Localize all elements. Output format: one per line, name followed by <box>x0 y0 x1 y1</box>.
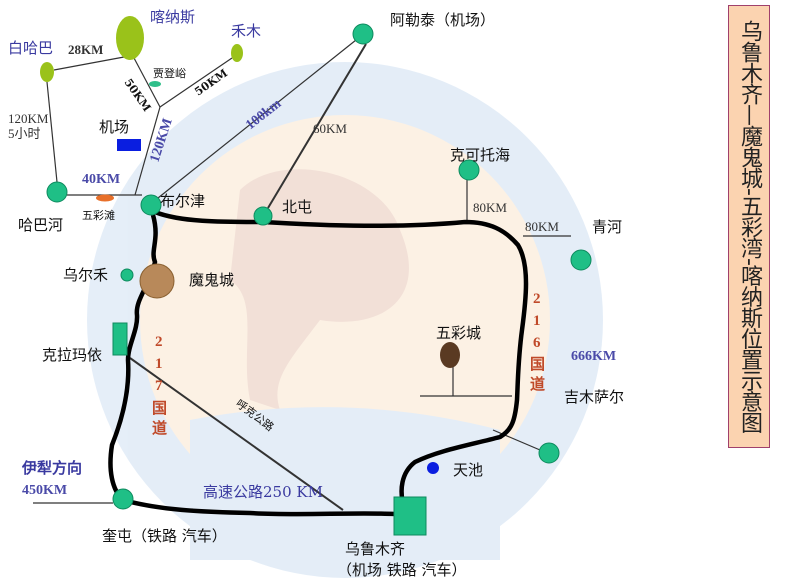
kuytun-node[interactable] <box>112 488 134 510</box>
beitun-node[interactable] <box>253 206 273 226</box>
airport-icon <box>117 139 141 151</box>
dist-qinghe: 80KM <box>525 219 559 234</box>
kanas-node[interactable] <box>116 16 144 60</box>
urumqi-node[interactable] <box>393 496 427 536</box>
label-tianchi: 天池 <box>453 461 483 479</box>
dist-habahe-burqin: 40KM <box>82 172 120 187</box>
tianchi-node[interactable] <box>427 462 439 474</box>
g217-char: 国 <box>152 400 167 417</box>
g217-label: 2 1 7 国 道 <box>152 334 167 437</box>
g216-char: 1 <box>533 313 541 329</box>
label-devil-city: 魔鬼城 <box>189 271 234 289</box>
label-qinghe: 青河 <box>592 218 622 236</box>
dist-loop: 666KM <box>571 349 616 364</box>
label-kuytun: 奎屯（铁路 汽车） <box>102 527 227 545</box>
burqin-node[interactable] <box>140 194 162 216</box>
g216-char: 2 <box>533 291 541 307</box>
g217-char: 7 <box>155 378 163 394</box>
g216-label: 2 1 6 国 道 <box>530 291 545 393</box>
label-beitun: 北屯 <box>282 198 312 216</box>
watermark <box>87 62 603 578</box>
dist-yili-direction: 伊犁方向 <box>21 459 82 477</box>
dist-koktokay: 80KM <box>473 200 507 215</box>
dist-expressway: 高速公路250 KM <box>203 483 323 501</box>
g216-char: 道 <box>530 375 545 393</box>
label-urho: 乌尔禾 <box>63 266 108 284</box>
wucaitan-node[interactable] <box>96 194 114 202</box>
label-burqin: 布尔津 <box>160 192 205 210</box>
karamay-node[interactable] <box>112 322 128 356</box>
qinghe-node[interactable] <box>570 249 592 271</box>
thin-roads <box>33 39 571 511</box>
g217-char: 道 <box>152 419 167 437</box>
label-karamay: 克拉玛依 <box>42 346 102 364</box>
label-jimsar: 吉木萨尔 <box>564 388 624 406</box>
label-airport: 机场 <box>99 118 129 136</box>
devil-city-node[interactable] <box>139 263 175 299</box>
dist-kanas-jct: 50KM <box>122 76 154 114</box>
label-urumqi: 乌鲁木齐 <box>345 540 405 558</box>
jiadengyu-node[interactable] <box>149 81 161 87</box>
label-altay: 阿勒泰（机场） <box>390 11 495 29</box>
baihaba-node[interactable] <box>40 62 54 82</box>
label-jiadengyu: 贾登峪 <box>153 66 186 80</box>
koktokay-node[interactable] <box>458 159 480 181</box>
label-wucaicheng: 五彩城 <box>436 324 481 342</box>
wucaicheng-node[interactable] <box>440 342 460 368</box>
g217-char: 1 <box>155 356 163 372</box>
g217-char: 2 <box>155 334 163 350</box>
label-urumqi-sub: （机场 铁路 汽车） <box>337 561 467 579</box>
g216-char: 国 <box>530 356 545 373</box>
main-road-loop <box>154 209 529 511</box>
label-kanas: 喀纳斯 <box>150 8 195 26</box>
map-title: 乌鲁木齐—魔鬼城-五彩湾-喀纳斯位置示意图 <box>728 5 770 448</box>
label-habahe: 哈巴河 <box>18 216 63 234</box>
dist-baihaba-kanas: 28KM <box>68 42 103 57</box>
altay-node[interactable] <box>352 23 374 45</box>
dist-yili: 450KM <box>22 483 67 498</box>
dist-baihaba-habahe-time: 5小时 <box>8 126 41 141</box>
hemu-node[interactable] <box>231 44 243 62</box>
dist-beitun-altay: 60KM <box>313 121 347 136</box>
g216-char: 6 <box>533 335 541 351</box>
label-baihaba: 白哈巴 <box>8 39 53 57</box>
label-hemu: 禾木 <box>231 22 261 40</box>
jimsar-node[interactable] <box>538 442 560 464</box>
urho-node[interactable] <box>120 268 134 282</box>
label-wucaitan: 五彩滩 <box>82 208 115 222</box>
label-koktokay: 克可托海 <box>450 146 510 164</box>
dist-baihaba-habahe: 120KM <box>8 111 49 126</box>
habahe-node[interactable] <box>46 181 68 203</box>
